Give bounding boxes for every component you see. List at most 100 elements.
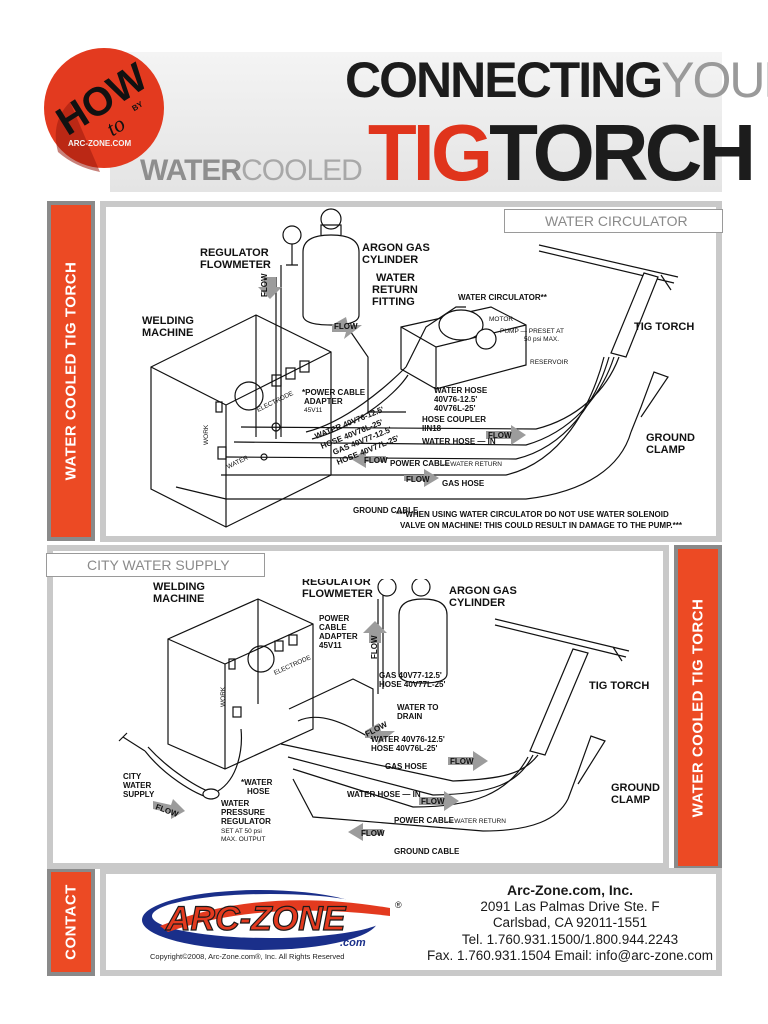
label-tig-torch-1: TIG TORCH — [634, 321, 694, 333]
label-hose-coupler-2: IIN18 — [422, 424, 442, 433]
city-water-tap — [118, 732, 146, 752]
arc-zone-logo: ARC-ZONE .com ® — [142, 890, 402, 950]
company-info: Arc-Zone.com, Inc. 2091 Las Palmas Drive… — [420, 882, 720, 965]
tig-torch-head-1 — [538, 244, 679, 291]
company-phone: Tel. 1.760.931.1500/1.800.944.2243 — [461, 931, 679, 947]
tig-torch-head-2 — [494, 618, 630, 662]
label-water-hose-in-2: WATER HOSE — IN — [347, 790, 421, 799]
flow-label-1a: FLOW — [260, 273, 269, 297]
company-address-1: 2091 Las Palmas Drive Ste. F — [480, 898, 660, 914]
flow-label-1d: FLOW — [364, 456, 388, 465]
label-gas-hose-1: GAS HOSE — [442, 479, 485, 488]
flow-label-1e: FLOW — [406, 475, 430, 484]
label-flowmeter-2: FLOWMETER — [302, 588, 373, 600]
label-argon-1a: ARGON GAS — [362, 242, 430, 254]
flow-arrow-2e — [348, 823, 383, 841]
title-tig: TIG — [367, 108, 493, 197]
label-water-hose-in-1: WATER HOSE — IN — [422, 437, 496, 446]
label-pump-2: 50 psi MAX. — [524, 336, 559, 343]
diagram-city-water: FLOW FLOW FLOW FLOW FLOW FLOW WELDING MA… — [118, 579, 660, 856]
label-city-1: CITY — [123, 772, 142, 781]
label-water-hose-2b: HOSE 40V76L-25' — [371, 744, 437, 753]
water-pressure-regulator — [202, 788, 220, 800]
tig-torch-handle-1 — [610, 272, 659, 358]
tig-torch-handle-2 — [529, 648, 589, 756]
label-motor: MOTOR — [489, 316, 513, 323]
flow-arrow-1b — [332, 317, 362, 339]
label-welding-1: WELDING — [142, 315, 194, 327]
flow-label-2d: FLOW — [421, 797, 445, 806]
label-water-hose-2a: WATER 40V76-12.5' — [371, 735, 445, 744]
title-line-1: CONNECTINGYOUR — [345, 54, 768, 106]
label-power-cable-adapter-3: 45V11 — [304, 407, 323, 414]
label-city-2: WATER — [123, 781, 152, 790]
label-water-hose-star-2: HOSE — [247, 787, 270, 796]
cylinder-valve-1 — [320, 208, 342, 230]
label-circ-water-hose-1: WATER HOSE — [434, 386, 488, 395]
side-label-top-text: WATER COOLED TIG TORCH — [62, 261, 80, 481]
flowmeter-gauge-2 — [377, 579, 397, 597]
title-torch: TORCH — [489, 108, 756, 197]
seal-site: ARC-ZONE.COM — [68, 139, 131, 148]
logo-arc-zone: ARC-ZONE — [165, 900, 347, 938]
welding-machine-2 — [167, 598, 314, 770]
circulator-reservoir — [400, 306, 527, 390]
how-to-seal-logo: HOW to BY ARC-ZONE.COM — [44, 48, 164, 172]
copyright: Copyright©2008, Arc-Zone.com®, Inc. All … — [150, 952, 345, 961]
argon-cylinder-2 — [398, 598, 448, 684]
header-band — [110, 52, 722, 192]
label-power-2a: POWER — [319, 614, 349, 623]
flow-arrow-2c — [448, 751, 488, 771]
flow-arrow-1a — [258, 277, 282, 299]
welding-machine-1 — [150, 314, 332, 528]
label-gas-hose-2b: HOSE 40V77L-25' — [379, 680, 445, 689]
label-ground-cable-1: GROUND CABLE — [353, 506, 419, 515]
title-water: WATER — [140, 154, 242, 187]
diagram-water-circulator: FLOW FLOW FLOW FLOW FLOW REGULATOR FLOWM… — [142, 208, 695, 530]
argon-cylinder-1 — [302, 234, 360, 326]
label-power-cable-1: POWER CABLE — [390, 459, 451, 468]
side-label-contact-text: CONTACT — [62, 884, 80, 960]
label-argon-1b: CYLINDER — [362, 254, 418, 266]
label-ground-cable-2: GROUND CABLE — [394, 847, 460, 856]
label-circ-water-hose-3: 40V76L-25' — [434, 404, 476, 413]
label-water-return-2: — WATER RETURN — [446, 818, 506, 825]
label-power-cable-adapter-2: ADAPTER — [304, 397, 343, 406]
label-wpr-2: PRESSURE — [221, 808, 266, 817]
label-wpr-3: REGULATOR — [221, 817, 271, 826]
label-power-2b: CABLE — [319, 623, 347, 632]
title-connecting: CONNECTING — [345, 52, 663, 108]
label-clamp-2: CLAMP — [611, 794, 650, 806]
flow-arrow-1c — [486, 425, 526, 445]
label-wpr-1: WATER — [221, 799, 250, 808]
label-circulator: WATER CIRCULATOR** — [458, 293, 548, 302]
cylinder-valve-2 — [411, 579, 431, 597]
flow-arrow-2f — [153, 799, 185, 819]
label-flowmeter-1: FLOWMETER — [200, 259, 271, 271]
circulator-pump — [475, 328, 497, 350]
title-line-2: WATERCOOLEDTIGTORCH — [140, 112, 756, 217]
label-ground-2: GROUND — [611, 782, 660, 794]
label-machine-1: MACHINE — [142, 327, 193, 339]
label-welding-2: WELDING — [153, 581, 205, 593]
panel-label-city-water: CITY WATER SUPPLY — [46, 553, 265, 577]
circulator-motor — [438, 309, 484, 341]
side-label-contact: CONTACT — [47, 868, 95, 976]
company-address-2: Carlsbad, CA 92011-1551 — [492, 915, 648, 930]
label-gas-hose-2a: GAS 40V77-12.5' — [379, 671, 442, 680]
flow-label-2c: FLOW — [450, 757, 474, 766]
company-fax-email[interactable]: Fax. 1.760.931.1504 Email: info@arc-zone… — [426, 948, 714, 963]
panel-label-water-circulator: WATER CIRCULATOR — [504, 209, 723, 233]
label-return-1: WATER — [376, 272, 415, 284]
label-gas-hose-2: GAS HOSE — [385, 762, 428, 771]
flow-arrow-2d — [419, 791, 459, 811]
label-return-2: RETURN — [372, 284, 418, 296]
ground-clamp-1 — [630, 371, 669, 433]
title-cooled: COOLED — [241, 154, 363, 187]
machine-dial-1 — [234, 381, 264, 411]
flow-label-1b: FLOW — [334, 322, 358, 331]
label-reservoir: RESERVOIR — [530, 359, 568, 366]
logo-dot-com: .com — [340, 937, 366, 949]
label-water-return-1: — WATER RETURN — [442, 461, 502, 468]
flow-label-1c: FLOW — [488, 431, 512, 440]
